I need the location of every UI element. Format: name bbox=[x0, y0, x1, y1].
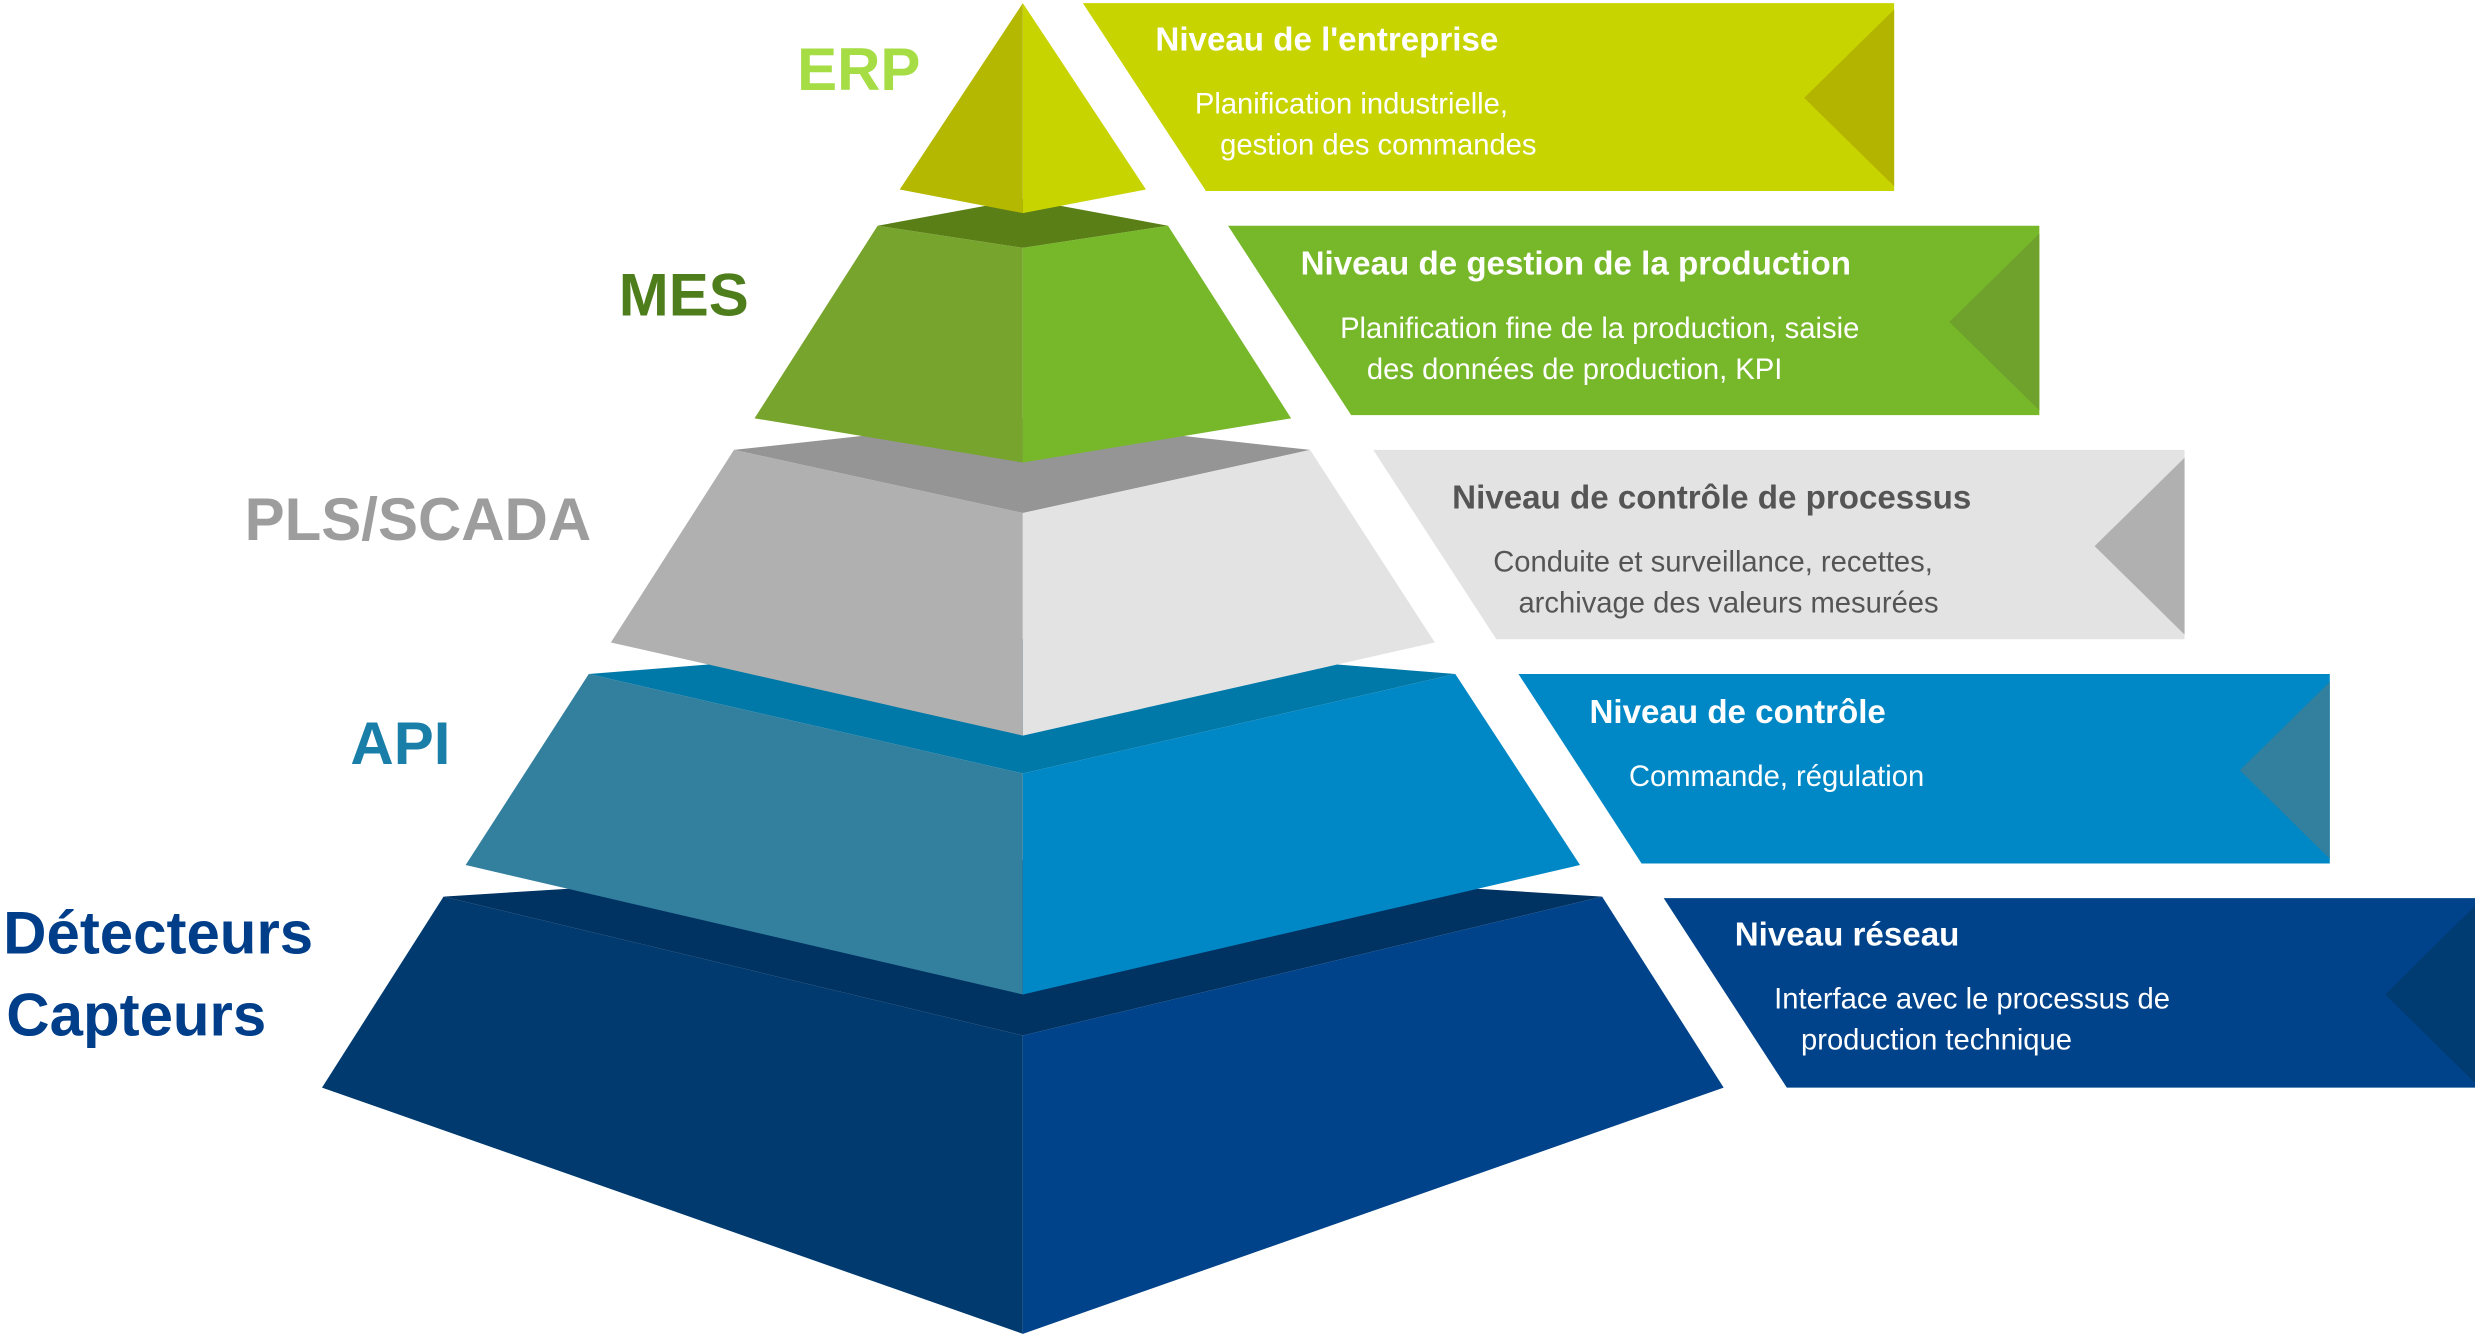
banner-erp: Niveau de l'entreprise Planification ind… bbox=[1082, 3, 1895, 192]
layer-right-face bbox=[1022, 3, 1146, 214]
banner-desc-line1: Interface avec le processus de bbox=[1774, 984, 2170, 1016]
layer-right-face bbox=[1022, 225, 1292, 463]
banner-notch bbox=[2094, 457, 2185, 635]
layer-left-face bbox=[899, 3, 1023, 214]
pyramid-layer-scada bbox=[610, 418, 1435, 736]
banner-desc-line1: Commande, régulation bbox=[1629, 761, 1924, 793]
level-label-erp: ERP bbox=[797, 36, 920, 103]
banner-title: Niveau réseau bbox=[1735, 917, 1960, 954]
layer-right-face bbox=[1022, 449, 1435, 736]
level-label-scada: PLS/SCADA bbox=[245, 486, 592, 553]
level-label-sensors: Capteurs bbox=[6, 981, 266, 1048]
layer-left-face bbox=[754, 225, 1023, 463]
banner-shape bbox=[1518, 674, 2330, 864]
banner-desc-line2: archivage des valeurs mesurées bbox=[1518, 587, 1938, 619]
banner-notch bbox=[1949, 233, 2040, 411]
banner-title: Niveau de contrôle bbox=[1589, 694, 1885, 731]
banner-notch bbox=[2385, 906, 2475, 1083]
pyramid-layer-mes bbox=[754, 198, 1292, 463]
banner-desc-line2: des données de production, KPI bbox=[1367, 354, 1782, 386]
banner-api: Niveau de contrôle Commande, régulation bbox=[1518, 674, 2330, 864]
layer-right-face bbox=[1022, 674, 1581, 995]
banner-network: Niveau réseau Interface avec le processu… bbox=[1663, 898, 2475, 1088]
banner-shape bbox=[1373, 449, 2185, 640]
banner-shape bbox=[1663, 898, 2475, 1088]
banner-desc-line2: gestion des commandes bbox=[1220, 130, 1536, 162]
layer-left-face bbox=[610, 449, 1023, 736]
level-label-mes: MES bbox=[619, 262, 749, 329]
banner-shape bbox=[1228, 225, 2040, 416]
banner-shape bbox=[1082, 3, 1895, 192]
layer-left-face bbox=[465, 674, 1023, 995]
banner-scada: Niveau de contrôle de processus Conduite… bbox=[1373, 449, 2185, 640]
banner-mes: Niveau de gestion de la production Plani… bbox=[1228, 225, 2040, 416]
banner-title: Niveau de contrôle de processus bbox=[1452, 479, 1971, 516]
layer-top-face bbox=[733, 418, 1311, 514]
pyramid-layer-erp bbox=[899, 3, 1146, 214]
banner-desc-line1: Conduite et surveillance, recettes, bbox=[1493, 546, 1933, 578]
banner-desc-line1: Planification fine de la production, sai… bbox=[1340, 313, 1859, 345]
banner-desc-line1: Planification industrielle, bbox=[1195, 89, 1508, 121]
level-label-detectors: Détecteurs bbox=[3, 899, 313, 966]
layer-top-face bbox=[877, 198, 1169, 248]
layer-left-face bbox=[322, 896, 1023, 1334]
banner-title: Niveau de gestion de la production bbox=[1301, 246, 1851, 283]
banner-desc-line2: production technique bbox=[1801, 1025, 2072, 1057]
level-label-api: API bbox=[350, 710, 450, 777]
layer-right-face bbox=[1022, 896, 1724, 1334]
banner-notch bbox=[2239, 681, 2330, 859]
banner-notch bbox=[1804, 9, 1895, 187]
banner-title: Niveau de l'entreprise bbox=[1155, 22, 1498, 59]
